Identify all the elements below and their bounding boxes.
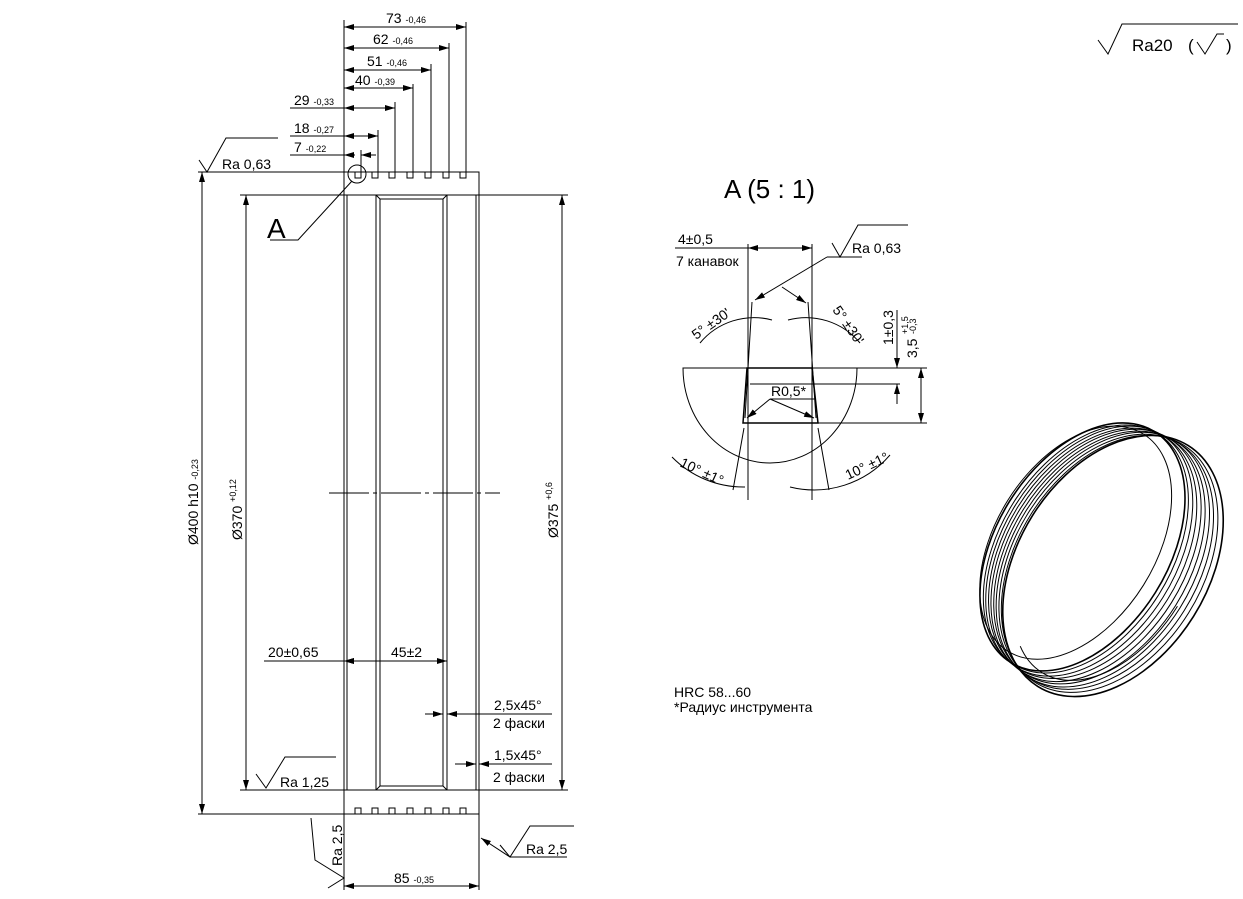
check-mark-icon [1196,33,1224,55]
depth2-tol-down: -0,3 [908,318,918,334]
groove-count: 7 канавок [676,253,739,269]
groove-width-dim: 4±0,5 [678,231,713,247]
dim-7: 7 -0,22 [294,139,326,155]
detail-title: A (5 : 1) [724,174,815,204]
roughness-ra25-left: Ra 2,5 [310,817,345,889]
roughness-value: Ra20 [1132,36,1173,55]
depth2-tol-up: +1,5 [900,316,910,334]
ring-3d-view [979,422,1225,698]
paren-close: ) [1226,36,1232,55]
chamfer1-size: 2,5x45° [494,697,542,713]
ra-left-label: Ra 2,5 [329,825,345,866]
depth1-dim: 1±0,3 [880,310,896,345]
dim-d370: Ø370 +0,12 [228,479,245,540]
dim-d400: Ø400 h10 -0,23 [185,459,201,545]
chamfer2-size: 1,5x45° [494,747,542,763]
roughness-ra125: Ra 1,25 [255,756,336,790]
main-section-view: A [267,164,500,815]
detail-marker: A [267,213,286,244]
radius-label: R0,5* [771,383,807,399]
angle-right-bottom: 10° ±1° [843,449,892,483]
notes: HRC 58...60 *Радиус инструмента [674,684,813,715]
detail-ra-label: Ra 0,63 [852,240,901,256]
detail-view-a: A (5 : 1) 4±0,5 7 канавок Ra 0,63 5° ±30… [671,174,927,500]
ra-right-label: Ra 2,5 [526,841,567,857]
ra-bore-label: Ra 1,25 [280,774,329,790]
detail-a-circle [347,164,367,184]
depth2-dim: 3,5 [904,338,920,358]
chamfer1-count: 2 фаски [493,715,545,731]
ra-top-label: Ra 0,63 [222,156,271,172]
general-roughness: Ra20 ( ) [1097,23,1238,55]
dim-51: 51 -0,46 [367,53,407,69]
groove-position-dims: 73 -0,46 62 -0,46 51 -0,46 40 -0,39 29 -… [290,10,467,172]
dim-d375: Ø375 +0,6 [544,482,561,538]
dim-45: 45±2 [391,644,422,660]
paren-open: ( [1188,36,1194,55]
dim-18: 18 -0,27 [294,120,334,136]
note-hardness: HRC 58...60 [674,684,751,700]
dim-85: 85 -0,35 [394,870,434,886]
chamfer2-count: 2 фаски [493,769,545,785]
dim-62: 62 -0,46 [373,31,413,47]
width-dims: 20±0,65 45±2 2,5x45° 2 фаски 1,5x45° 2 ф… [264,644,552,890]
roughness-ra25-right: Ra 2,5 [480,825,574,858]
dim-40: 40 -0,39 [355,72,395,88]
dim-20: 20±0,65 [268,644,319,660]
angle-right-top: 5° ±30' [830,303,868,348]
dim-29: 29 -0,33 [294,92,334,108]
angle-left-bottom: 10° ±1° [678,454,727,488]
dim-73: 73 -0,46 [386,10,426,26]
roughness-ra063: Ra 0,63 [198,137,278,173]
diameter-dims: Ø400 h10 -0,23 Ø370 +0,12 Ø375 +0,6 [185,171,568,815]
note-radius: *Радиус инструмента [674,699,813,715]
